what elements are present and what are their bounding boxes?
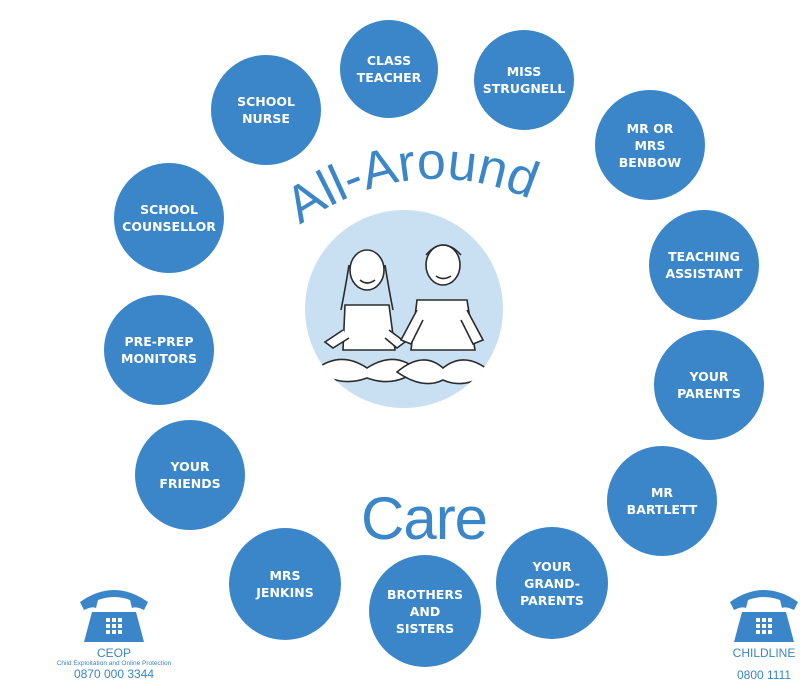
- school-counsellor-label: SCHOOL COUNSELLOR: [122, 202, 216, 234]
- miss-strugnell-bubble: MISS STRUGNELL: [474, 30, 574, 130]
- mrs-jenkins-bubble: MRS JENKINS: [229, 528, 341, 640]
- teaching-assistant-label: TEACHING ASSISTANT: [665, 249, 743, 281]
- mr-bartlett-label: MR BARTLETT: [626, 485, 698, 517]
- mr-bartlett-bubble: MR BARTLETT: [607, 446, 717, 556]
- mrs-jenkins-label: MRS JENKINS: [256, 568, 314, 600]
- childline-number: 0800 1111: [736, 668, 792, 682]
- pre-prep-monitors-label: PRE-PREP MONITORS: [121, 334, 197, 366]
- school-nurse-bubble: SCHOOL NURSE: [211, 55, 321, 165]
- pre-prep-monitors-bubble: PRE-PREP MONITORS: [104, 295, 214, 405]
- ceop-number: 0870 000 3344: [73, 667, 155, 681]
- teaching-assistant-bubble: TEACHING ASSISTANT: [649, 210, 759, 320]
- brothers-sisters-bubble: BROTHERS AND SISTERS: [369, 555, 481, 667]
- care-text: Care: [361, 485, 488, 552]
- ceop-contact: CEOP Child Exploitation and Online Prote…: [48, 584, 180, 681]
- your-grandparents-label: YOUR GRAND- PARENTS: [520, 558, 584, 608]
- school-nurse-label: SCHOOL NURSE: [237, 94, 295, 126]
- mr-mrs-benbow-bubble: MR OR MRS BENBOW: [595, 90, 705, 200]
- ceop-subtitle: Child Exploitation and Online Protection: [56, 660, 172, 667]
- telephone-icon: [730, 590, 798, 642]
- your-friends-label: YOUR FRIENDS: [159, 459, 221, 491]
- miss-strugnell-label: MISS STRUGNELL: [482, 64, 566, 96]
- class-teacher-bubble: CLASS TEACHER: [340, 20, 438, 118]
- telephone-icon: [80, 590, 148, 642]
- childline-name: CHILDLINE: [732, 646, 796, 660]
- sitting-children-illustration: [313, 244, 493, 385]
- your-parents-bubble: YOUR PARENTS: [654, 330, 764, 440]
- school-counsellor-bubble: SCHOOL COUNSELLOR: [114, 163, 224, 273]
- ceop-name: CEOP: [96, 646, 131, 660]
- brothers-sisters-label: BROTHERS AND SISTERS: [387, 586, 463, 636]
- class-teacher-label: CLASS TEACHER: [356, 53, 422, 85]
- your-parents-label: YOUR PARENTS: [677, 369, 741, 401]
- your-friends-bubble: YOUR FRIENDS: [135, 420, 245, 530]
- childline-contact: CHILDLINE 0800 1111: [720, 584, 808, 682]
- your-grandparents-bubble: YOUR GRAND- PARENTS: [496, 527, 608, 639]
- mr-mrs-benbow-label: MR OR MRS BENBOW: [618, 120, 682, 170]
- center-illustration-circle: [305, 210, 503, 408]
